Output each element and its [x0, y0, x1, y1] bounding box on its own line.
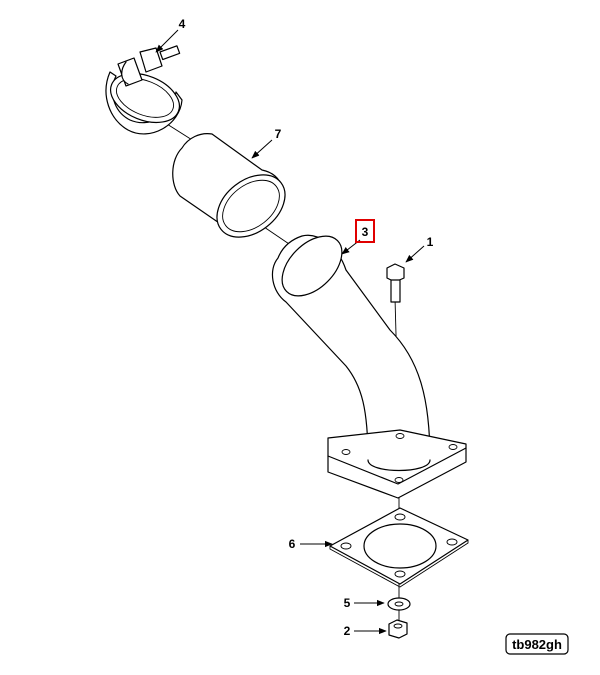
callout-3-highlight — [355, 219, 375, 243]
part-1-bolt — [386, 263, 405, 303]
callout-2: 2 — [344, 624, 351, 638]
callout-6: 6 — [289, 537, 296, 551]
callout-leaders — [155, 29, 425, 635]
reference-code: tb982gh — [512, 637, 562, 652]
part-5-washer — [387, 597, 411, 611]
callout-5: 5 — [344, 596, 351, 610]
callout-1: 1 — [427, 235, 434, 249]
part-3-elbow-pipe — [271, 234, 467, 499]
callout-7: 7 — [275, 127, 282, 141]
part-2-nut — [388, 619, 408, 639]
reference-code-badge: tb982gh — [505, 633, 569, 655]
callout-3: 3 — [362, 225, 369, 239]
part-7-sleeve — [172, 133, 286, 238]
part-4-clamp — [105, 45, 183, 135]
part-6-gasket — [329, 507, 469, 588]
callout-4: 4 — [179, 17, 186, 31]
